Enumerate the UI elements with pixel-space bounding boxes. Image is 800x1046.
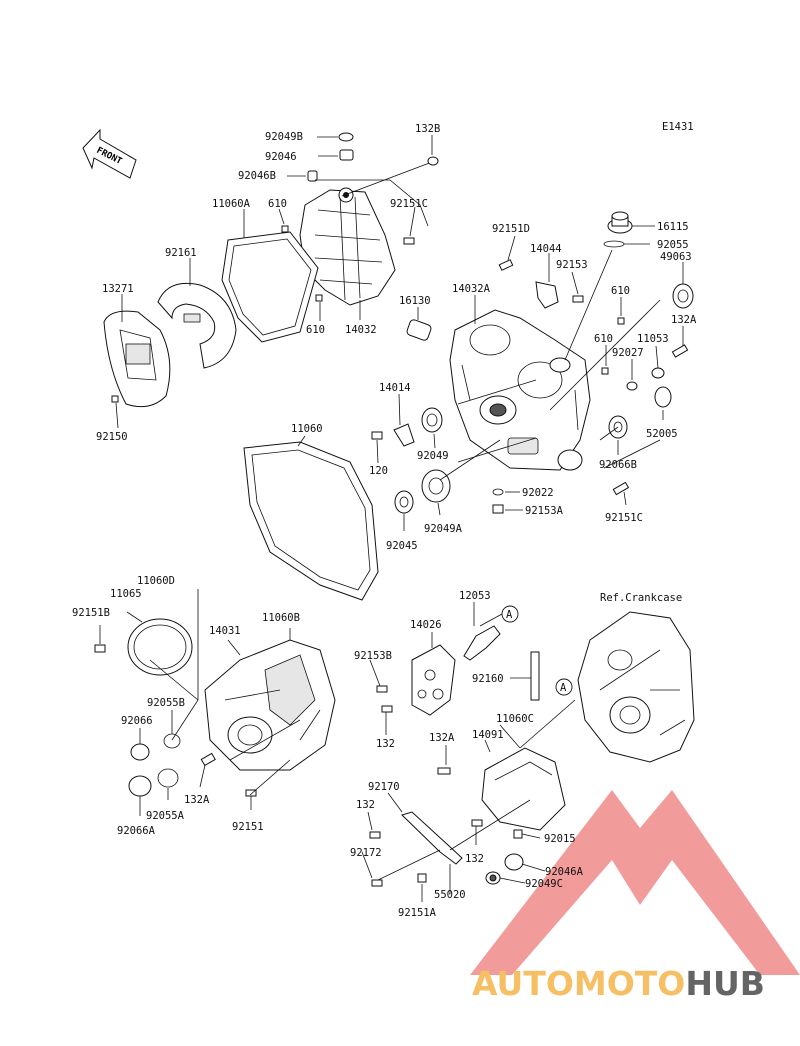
label-13271: 13271 — [102, 283, 134, 295]
label-132a-mid: 132A — [429, 732, 455, 744]
cover-14031 — [204, 639, 336, 771]
label-132-c: 132 — [465, 853, 484, 865]
front-arrow-icon: FRONT — [82, 128, 137, 179]
label-92066b: 92066B — [599, 459, 637, 471]
label-610-a: 610 — [268, 198, 287, 210]
bushing-92046 — [339, 149, 354, 161]
label-92150: 92150 — [96, 431, 128, 443]
gasket-11060 — [243, 441, 379, 601]
cover-11065 — [127, 618, 193, 676]
clutch-cover-14032 — [299, 187, 396, 306]
svg-text:A: A — [506, 609, 513, 621]
gasket-11060a — [221, 231, 319, 343]
label-55020: 55020 — [434, 889, 466, 901]
label-11060c: 11060C — [496, 713, 534, 725]
label-92151a: 92151A — [398, 907, 437, 919]
callout-a-2: A — [555, 678, 573, 696]
label-92066a: 92066A — [117, 825, 156, 837]
label-92055b: 92055B — [147, 697, 185, 709]
label-11060: 11060 — [291, 423, 323, 435]
label-92045: 92045 — [386, 540, 418, 552]
label-92170: 92170 — [368, 781, 400, 793]
label-92151d: 92151D — [492, 223, 530, 235]
label-610-c: 610 — [611, 285, 630, 297]
label-14091: 14091 — [472, 729, 504, 741]
label-92046: 92046 — [265, 151, 297, 163]
svg-text:AUTOMOTOHUB: AUTOMOTOHUB — [472, 964, 765, 1003]
label-16115: 16115 — [657, 221, 689, 233]
label-11065: 11065 — [110, 588, 142, 600]
label-92066: 92066 — [121, 715, 153, 727]
label-92049c: 92049C — [525, 878, 563, 890]
label-132a-left: 132A — [184, 794, 210, 806]
label-14044: 14044 — [530, 243, 562, 255]
leader-lines — [99, 135, 684, 902]
watermark-triangle — [470, 790, 800, 975]
label-610-b: 610 — [306, 324, 325, 336]
label-11060b: 11060B — [262, 612, 300, 624]
callout-a-1: A — [501, 605, 519, 623]
label-92151: 92151 — [232, 821, 264, 833]
label-132-b: 132 — [356, 799, 375, 811]
label-92153a: 92153A — [525, 505, 564, 517]
label-92172: 92172 — [350, 847, 382, 859]
engine-cover-14032a — [449, 309, 591, 471]
label-92153b: 92153B — [354, 650, 392, 662]
label-92049a: 92049A — [424, 523, 463, 535]
bolt-92151c-top — [403, 237, 415, 245]
watermark-logo: AUTOMOTOHUB — [470, 790, 800, 1003]
svg-text:A: A — [560, 682, 567, 694]
diagram-id: E1431 — [662, 121, 694, 133]
label-610-d: 610 — [594, 333, 613, 345]
label-92055: 92055 — [657, 239, 689, 251]
bushing-92046b — [307, 170, 318, 182]
label-92153: 92153 — [556, 259, 588, 271]
label-14014: 14014 — [379, 382, 411, 394]
label-120: 120 — [369, 465, 388, 477]
watermark-text-part1: AUTOMOTO — [472, 964, 685, 1003]
label-92151c-top: 92151C — [390, 198, 428, 210]
label-92022: 92022 — [522, 487, 554, 499]
lever-55020 — [401, 811, 463, 865]
plate-92161 — [157, 282, 237, 369]
bracket-14026 — [411, 644, 456, 716]
label-49063: 49063 — [660, 251, 692, 263]
label-92049: 92049 — [417, 450, 449, 462]
label-52005: 52005 — [646, 428, 678, 440]
crankcase-ref — [577, 611, 695, 763]
label-92161: 92161 — [165, 247, 197, 259]
nut-92049b — [338, 132, 354, 142]
label-11060a: 11060A — [212, 198, 251, 210]
label-132-a: 132 — [376, 738, 395, 750]
label-132a-right: 132A — [671, 314, 697, 326]
label-14032a: 14032A — [452, 283, 491, 295]
label-92160: 92160 — [472, 673, 504, 685]
label-92049b: 92049B — [265, 131, 303, 143]
label-11053: 11053 — [637, 333, 669, 345]
watermark-text-part2: HUB — [685, 964, 765, 1003]
label-92151c-right: 92151C — [605, 512, 643, 524]
label-14032: 14032 — [345, 324, 377, 336]
label-92046a: 92046A — [545, 866, 584, 878]
label-92046b: 92046B — [238, 170, 276, 182]
label-132b: 132B — [415, 123, 440, 135]
label-92055a: 92055A — [146, 810, 185, 822]
label-11060d: 11060D — [137, 575, 175, 587]
label-ref-crankcase: Ref.Crankcase — [600, 592, 682, 604]
label-14031: 14031 — [209, 625, 241, 637]
part-labels: 92049B 92046 92046B 132B 11060A 610 9215… — [72, 123, 697, 919]
label-12053: 12053 — [459, 590, 491, 602]
label-92015: 92015 — [544, 833, 576, 845]
label-16130: 16130 — [399, 295, 431, 307]
label-14026: 14026 — [410, 619, 442, 631]
label-92027: 92027 — [612, 347, 644, 359]
cover-14091 — [481, 747, 566, 831]
label-92151b: 92151B — [72, 607, 110, 619]
